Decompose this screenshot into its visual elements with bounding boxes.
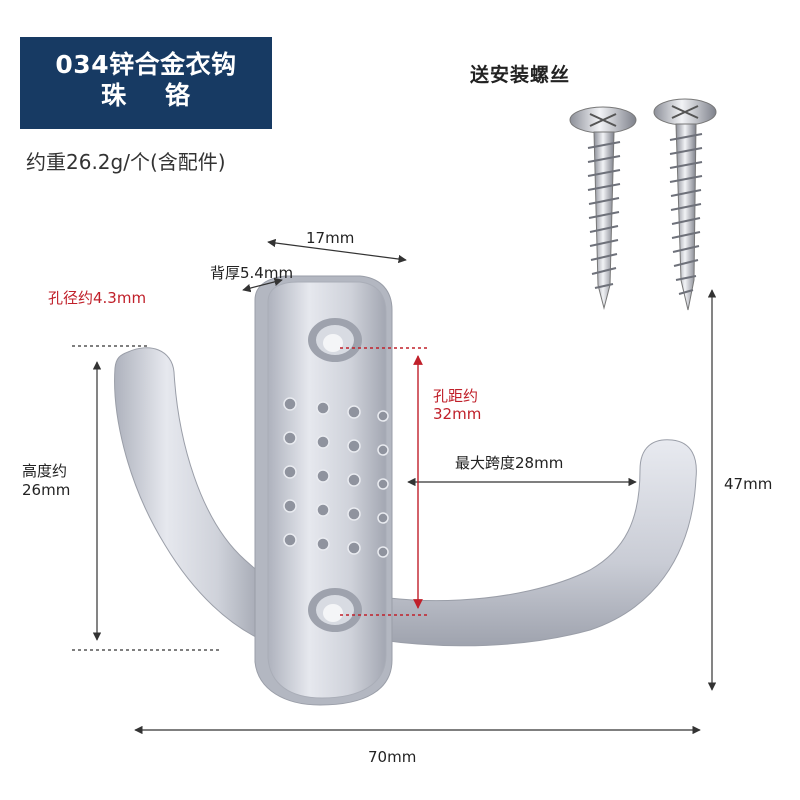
- dim-height-label: 高度约: [22, 462, 68, 480]
- dim-total-height-label: 47mm: [724, 475, 773, 493]
- dim-width-label: 17mm: [306, 229, 355, 247]
- dim-back-thickness-label: 背厚5.4mm: [210, 264, 294, 282]
- mounting-hole-top: [308, 318, 362, 362]
- dim-hole-distance-value: 32mm: [433, 405, 482, 423]
- hole-distance-line: [340, 347, 430, 616]
- dim-total-width-label: 70mm: [368, 748, 417, 766]
- dim-hole-diameter-label: 孔径约4.3mm: [48, 289, 147, 307]
- dim-hole-distance-label: 孔距约: [433, 387, 479, 405]
- product-finish: 珠 铬: [101, 81, 191, 110]
- bead-pattern: [283, 397, 389, 558]
- product-title-badge: 034锌合金衣钩 珠 铬: [20, 37, 272, 129]
- product-title: 034锌合金衣钩: [55, 50, 237, 79]
- hook-left-arm: [114, 347, 263, 641]
- product-weight: 约重26.2g/个(含配件): [26, 150, 226, 174]
- hook-front-plate: [267, 281, 387, 699]
- screws-label: 送安装螺丝: [470, 64, 571, 86]
- screw-left: [569, 106, 637, 310]
- dimension-lines: [72, 238, 717, 735]
- hook-right-arm: [329, 439, 697, 647]
- dim-height-value: 26mm: [22, 481, 71, 499]
- dim-max-span-label: 最大跨度28mm: [455, 454, 564, 472]
- screw-right: [653, 98, 717, 311]
- mounting-hole-bottom: [308, 588, 362, 632]
